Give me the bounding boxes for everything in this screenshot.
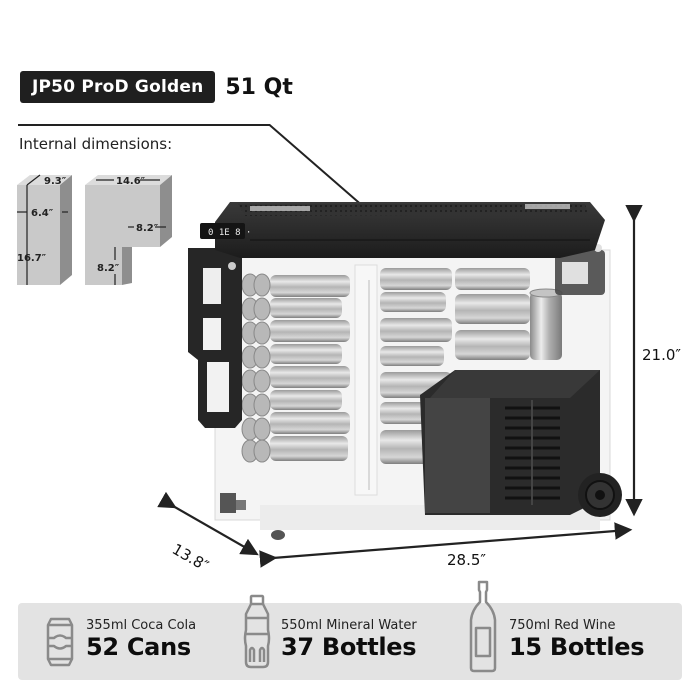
- depth-arrow: [157, 491, 259, 556]
- capacity-panel: [18, 603, 682, 680]
- stat-subtitle: 750ml Red Wine: [509, 618, 616, 633]
- right-width-label: 14.6″: [116, 176, 146, 187]
- left-total-height-label: 16.7″: [17, 253, 47, 264]
- left-depth-label: 9.3″: [44, 176, 67, 187]
- svg-text:0 1E 8 ·: 0 1E 8 ·: [208, 228, 251, 238]
- length-label: 28.5″: [447, 551, 487, 569]
- can-icon: [46, 617, 74, 667]
- model-name-badge: JP50 ProD Golden: [20, 71, 216, 103]
- height-label: 21.0″: [642, 346, 682, 364]
- water-bottle-icon: [243, 594, 271, 669]
- length-arrow: [259, 522, 633, 568]
- compressor-housing: [420, 370, 600, 515]
- right-handle: [555, 244, 605, 295]
- stat-value: 52 Cans: [86, 633, 191, 661]
- stat-cans: 355ml Coca Cola 52 Cans: [86, 618, 196, 661]
- stat-subtitle: 355ml Coca Cola: [86, 618, 197, 633]
- internal-dimensions-label: Internal dimensions:: [19, 135, 173, 153]
- stat-wine-bottles: 750ml Red Wine 15 Bottles: [509, 618, 645, 661]
- right-lower-height-label: 8.2″: [97, 263, 120, 274]
- internal-dimensions-diagram: 9.3″ 6.4″ 16.7″ 14.6″ 8.2″ 8.2″: [17, 174, 172, 285]
- middle-can-stack: [380, 268, 563, 464]
- stat-value: 37 Bottles: [281, 633, 417, 661]
- stat-value: 15 Bottles: [509, 633, 645, 661]
- right-compartment-block: [85, 175, 172, 285]
- capacity-label: 51 Qt: [225, 74, 293, 100]
- product-title: JP50 ProD Golden 51 Qt: [20, 71, 293, 103]
- left-compartment-block: [17, 174, 72, 285]
- wheel: [578, 473, 622, 517]
- stat-water-bottles: 550ml Mineral Water 37 Bottles: [281, 618, 417, 661]
- wine-bottle-icon: [469, 580, 497, 673]
- left-handle: [188, 248, 242, 428]
- left-upper-height-label: 6.4″: [31, 208, 54, 219]
- cooler-illustration: 0 1E 8 ·: [188, 202, 622, 540]
- control-panel-display: [200, 223, 245, 239]
- external-dimension-arrows: [157, 204, 643, 568]
- right-step-width-label: 8.2″: [136, 223, 159, 234]
- stat-subtitle: 550ml Mineral Water: [281, 618, 417, 633]
- left-can-stack: [241, 273, 350, 463]
- divider-line: [18, 124, 270, 126]
- lid: 0 1E 8 ·: [200, 202, 605, 258]
